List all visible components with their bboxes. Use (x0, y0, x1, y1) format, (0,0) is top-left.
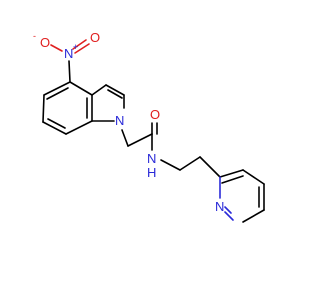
bond-c3-c2-double (107, 89, 123, 99)
bond-c3a-c4 (69, 81, 93, 96)
bond-py-c2-c3-double (221, 175, 244, 184)
atom-nitro-n: N (64, 46, 73, 61)
atom-indole-n: N (115, 113, 124, 128)
bond-py-c5-c6 (242, 209, 265, 223)
bond-ch2-pyridine (199, 156, 221, 178)
charge-nitro-n: + (73, 42, 78, 52)
bond-ch2-ch2 (179, 156, 201, 171)
bond-nitro-n-o-top-double (72, 39, 87, 50)
bond-py-c6-n (224, 211, 234, 221)
bond-py-c3-c4 (242, 169, 265, 185)
bond-py-c6-n-double (224, 206, 232, 214)
bond-c3-c2 (105, 84, 125, 96)
molecule-canvas: N + O O - N O N H N (33, 30, 265, 223)
charge-nitro-o-left: - (33, 31, 36, 41)
atom-nitro-o-top: O (90, 30, 100, 45)
bond-c4-c5-double (46, 87, 69, 100)
atom-amide-o: O (150, 107, 160, 122)
atom-amide-h: H (147, 165, 156, 180)
bond-ch2-co (127, 133, 153, 147)
bond-c7-c7a (65, 120, 93, 135)
atom-amide-n: N (147, 151, 156, 166)
bond-n1-ch2 (121, 129, 129, 147)
bond-c6-c7-double (47, 118, 66, 129)
bond-c4-nitro-n (68, 60, 71, 83)
atom-pyridine-n: N (215, 199, 224, 214)
bond-c3a-c3 (91, 84, 107, 96)
structure-diagram: N + O O - N O N H N (33, 30, 265, 223)
bond-c4-c5 (43, 81, 71, 96)
atom-nitro-o-left: O (40, 35, 50, 50)
bond-nitro-n-o-top (74, 43, 90, 54)
bond-nitro-n-o-left (50, 44, 63, 52)
bond-nh-ch2 (160, 159, 181, 171)
bond-py-c2-c3 (219, 169, 244, 178)
bond-c5-c6 (42, 94, 45, 123)
bond-c6-c7 (42, 121, 67, 135)
